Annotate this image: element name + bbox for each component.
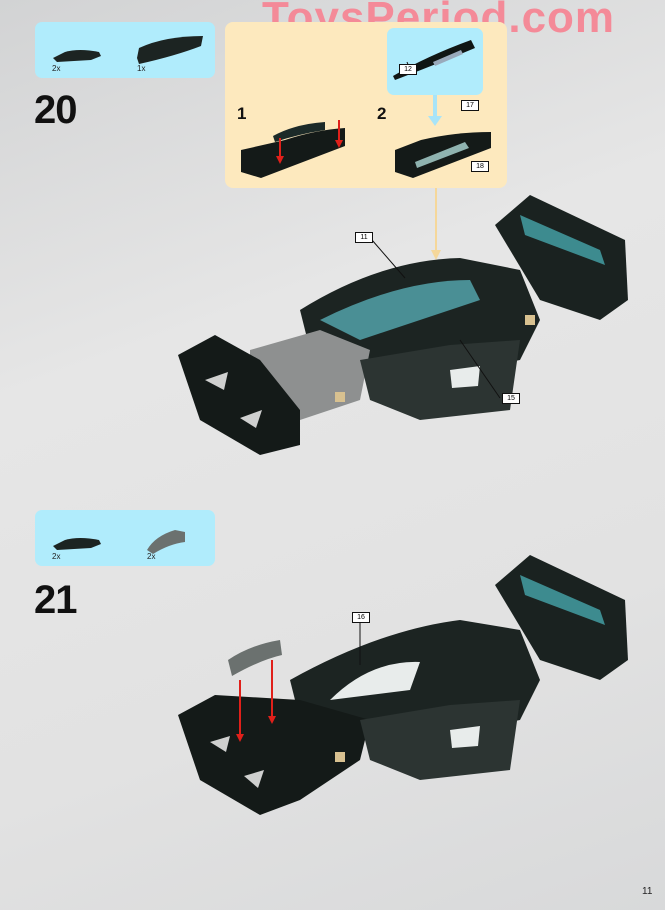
part-qty: 2x <box>52 552 61 561</box>
part-qty: 1x <box>137 64 146 73</box>
page-number: 11 <box>642 886 653 897</box>
callout-label: 11 <box>355 232 373 243</box>
subassembly-illustration <box>241 95 491 178</box>
substep-number: 2 <box>377 104 387 123</box>
part-qty: 2x <box>147 552 156 561</box>
callout-label: 16 <box>352 612 370 623</box>
parts-list-step-20: 2x 1x <box>35 22 215 78</box>
curved-slope-part-icon <box>53 36 203 64</box>
callout-label: 17 <box>461 100 479 111</box>
substep-number: 1 <box>237 104 247 123</box>
callout-label: 15 <box>502 393 520 404</box>
curved-slope-part-icon <box>53 530 185 554</box>
step-number: 21 <box>34 578 77 622</box>
parts-list-step-21: 2x 2x <box>35 510 215 566</box>
step-number: 20 <box>34 88 77 132</box>
callout-label: 18 <box>471 161 489 172</box>
subassembly-box: 1 2 12 17 18 <box>225 22 507 188</box>
part-qty: 2x <box>52 64 61 73</box>
callout-label: 12 <box>399 64 417 75</box>
